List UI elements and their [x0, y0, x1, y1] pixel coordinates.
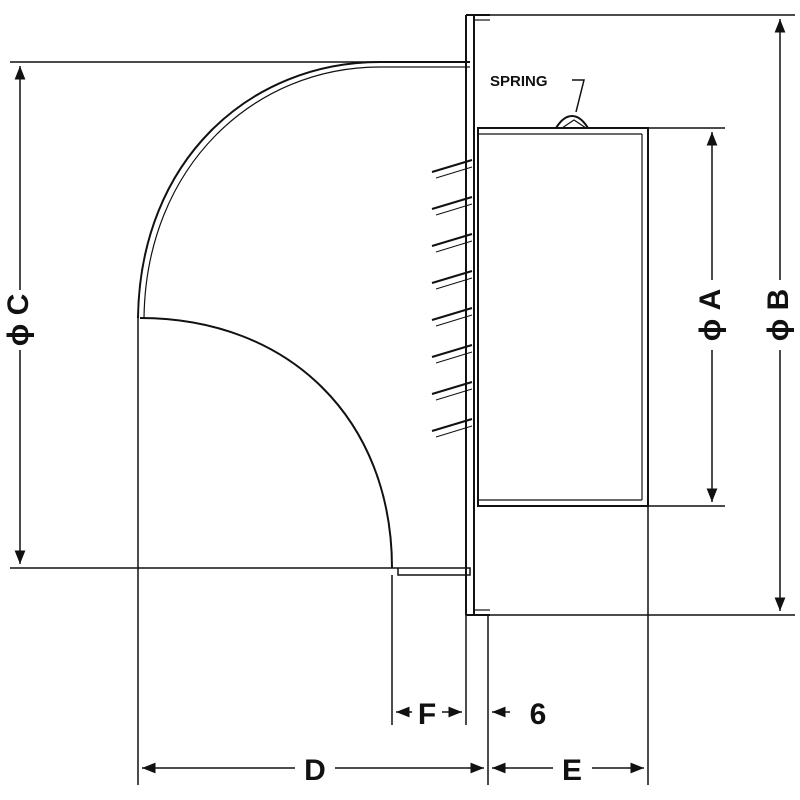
label-d: D	[304, 754, 326, 787]
label-e: E	[562, 754, 582, 787]
label-phi-c: ϕ C	[2, 294, 35, 347]
louver-slats	[431, 159, 473, 438]
spring-clip	[555, 115, 589, 129]
hood-outline	[137, 61, 471, 576]
extension-lines	[10, 14, 795, 785]
hood-outer-arc	[137, 61, 470, 319]
hood-inner-arc	[139, 317, 393, 569]
hood-outer-arc-inner	[143, 66, 470, 319]
label-phi-a: ϕ A	[694, 289, 727, 342]
pipe-body	[477, 127, 649, 507]
label-f: F	[418, 698, 436, 731]
label-spring: SPRING	[490, 73, 548, 90]
label-phi-b: ϕ B	[762, 289, 795, 342]
flange-plate	[465, 14, 490, 616]
hood-bottom-lip	[392, 567, 471, 576]
label-six: 6	[530, 698, 547, 731]
dimension-lines	[14, 19, 786, 774]
duct-pipe	[477, 115, 649, 507]
